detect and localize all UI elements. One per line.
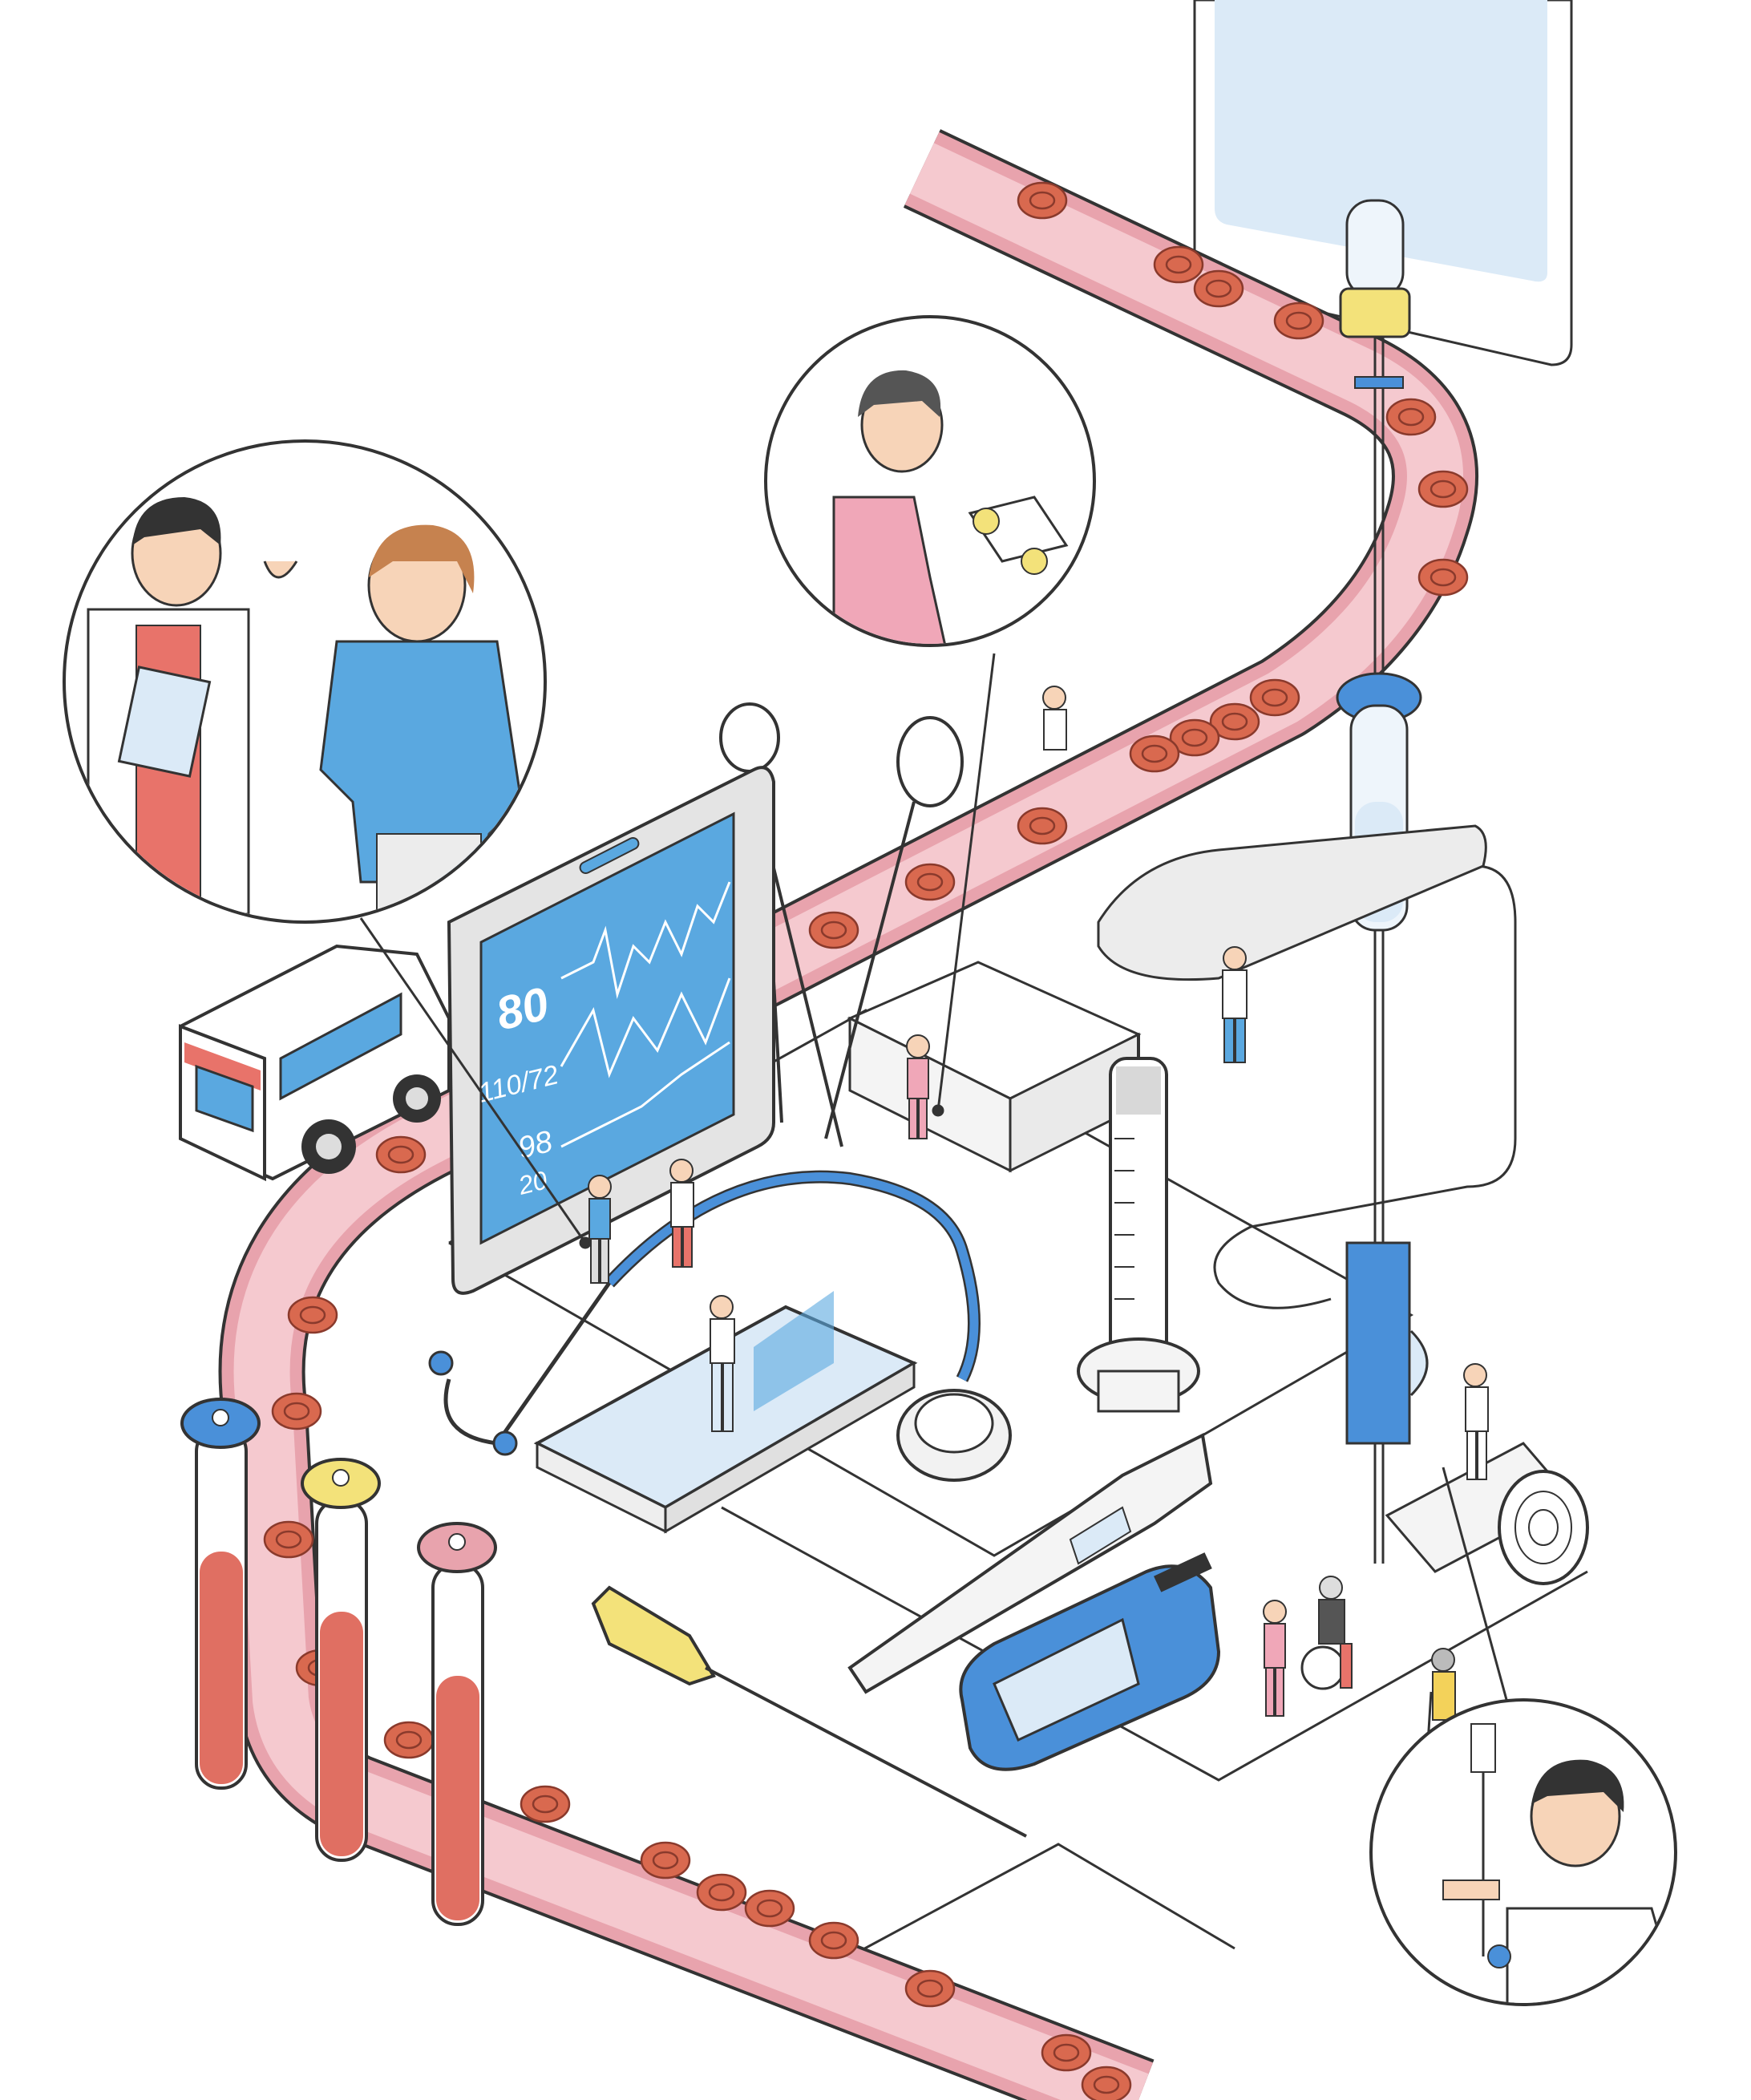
monitor-icon: 80 110/72 98 20 — [447, 766, 775, 1295]
staff-at-monitor — [588, 1159, 694, 1284]
gauze-icon — [847, 961, 1142, 1173]
iv-bag-icon — [1193, 0, 1573, 366]
nurse-with-gauze — [906, 1034, 930, 1139]
callout-patient-iv — [1369, 1698, 1677, 2006]
bandage-roll-icon — [1385, 1442, 1589, 1585]
staff-at-drip-clamp — [1463, 1363, 1489, 1480]
callout-lines — [359, 653, 1517, 1733]
thermometer-icon — [847, 1433, 1213, 1694]
ambulance-icon — [179, 944, 451, 1182]
syringe-icon — [1077, 1034, 1200, 1413]
doctor-waving — [1042, 686, 1067, 751]
callout-nurse-reading — [764, 315, 1096, 647]
needle-icon — [591, 1585, 1027, 1838]
doctor-holding-pad — [1222, 946, 1248, 1063]
staff-on-tablet — [710, 1295, 735, 1432]
oxygen-readout: 98 — [515, 1125, 556, 1166]
blood-tube-icon — [180, 1398, 497, 1926]
nurse-and-wheelchair — [1263, 1576, 1353, 1717]
splint-pad — [1097, 824, 1487, 981]
patient-with-cane — [1425, 1648, 1456, 1757]
stethoscope-icon — [428, 1170, 1012, 1482]
small-figures — [588, 686, 1489, 1757]
glucometer-icon — [959, 1552, 1221, 1771]
heart-rate-readout: 80 — [491, 977, 553, 1041]
callout-doctor-nurse — [63, 439, 547, 924]
